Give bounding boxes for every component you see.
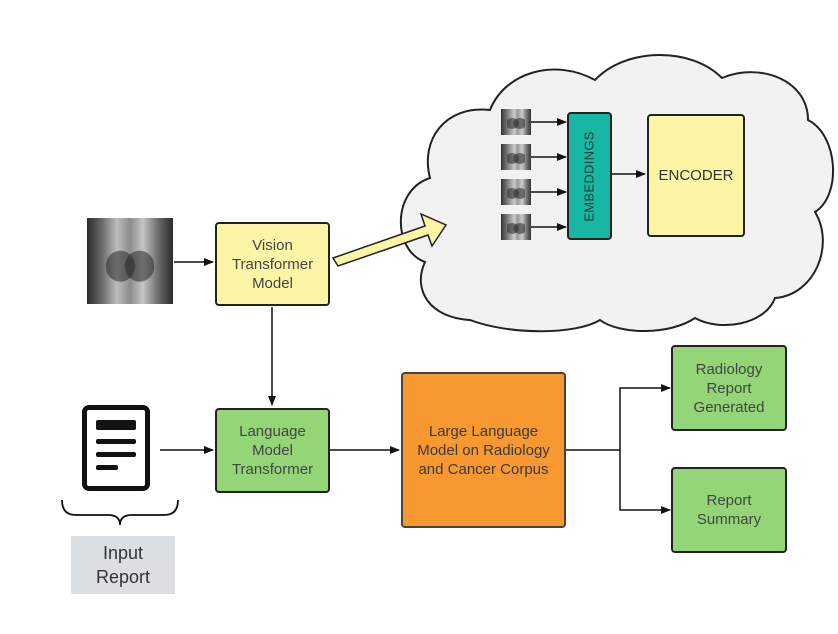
vision-transformer-node: Vision Transformer Model <box>215 222 330 306</box>
xray-thumbnail-4 <box>501 214 531 240</box>
chest-xray-image <box>87 218 173 304</box>
language-model-transformer-node: Language Model Transformer <box>215 408 330 493</box>
xray-thumbnail-1 <box>501 109 531 135</box>
llm-to-report-summary-arrow <box>619 450 671 514</box>
document-icon <box>82 405 150 491</box>
brace-icon <box>61 499 179 526</box>
embeddings-node: EMBEDDINGS <box>567 112 612 240</box>
xray-thumbnail-2 <box>501 144 531 170</box>
encoder-node: ENCODER <box>647 114 745 237</box>
input-report-label: Input Report <box>71 536 175 594</box>
cloud-shape <box>399 54 834 333</box>
large-language-model-node: Large Language Model on Radiology and Ca… <box>401 372 566 528</box>
embeddings-label: EMBEDDINGS <box>582 130 597 222</box>
radiology-report-generated-node: Radiology Report Generated <box>671 345 787 431</box>
report-summary-node: Report Summary <box>671 467 787 553</box>
xray-thumbnail-3 <box>501 179 531 205</box>
vit-to-cloud-arrow <box>331 212 448 267</box>
llm-to-report-generated-arrow <box>619 384 671 450</box>
